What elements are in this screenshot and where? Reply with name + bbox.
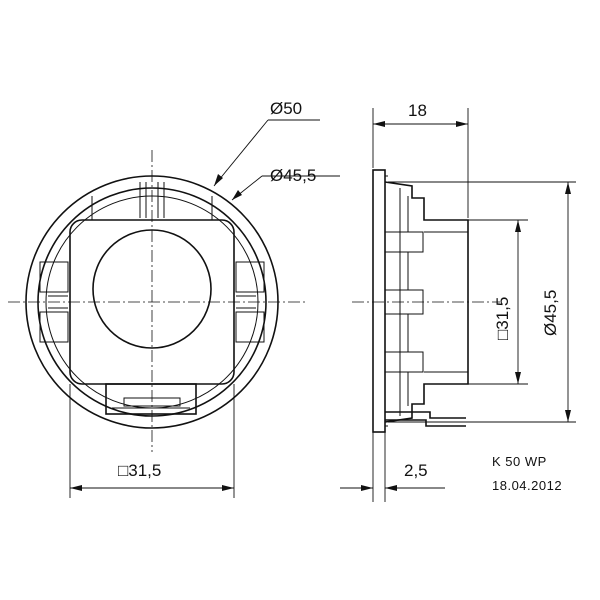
terminal-block [105, 383, 197, 415]
side-view: 18 2,5 □31,5 Ø45,5 [340, 101, 576, 502]
front-square-width-label: □31,5 [118, 461, 161, 480]
inner-rim-circle [37, 187, 267, 417]
date-label: 18.04.2012 [492, 478, 562, 493]
front-width-dimension [69, 384, 235, 498]
flange-thickness-label: 2,5 [404, 461, 428, 480]
outer-rim-circle [25, 175, 279, 429]
model-label: K 50 WP [492, 454, 547, 469]
title-block: K 50 WP 18.04.2012 [492, 454, 562, 493]
basket-profile [384, 181, 469, 423]
side-spokes [39, 261, 265, 343]
side-diameter-dimension [388, 181, 576, 423]
square-height-label: □31,5 [493, 297, 512, 340]
terminal-tab [385, 411, 466, 427]
side-diameter-label: Ø45,5 [541, 290, 560, 336]
flange [372, 169, 386, 433]
front-view: □31,5 Ø50 Ø45,5 [8, 99, 340, 498]
depth-label: 18 [408, 101, 427, 120]
center-dome [92, 229, 212, 349]
diameter-leaders [213, 119, 340, 201]
flange-thickness-dimension [340, 432, 445, 502]
depth-dimension [372, 108, 469, 218]
inner-diameter-label: Ø45,5 [270, 166, 316, 185]
outer-diameter-label: Ø50 [270, 99, 302, 118]
square-height-dimension [468, 219, 528, 385]
top-spokes [91, 182, 213, 220]
